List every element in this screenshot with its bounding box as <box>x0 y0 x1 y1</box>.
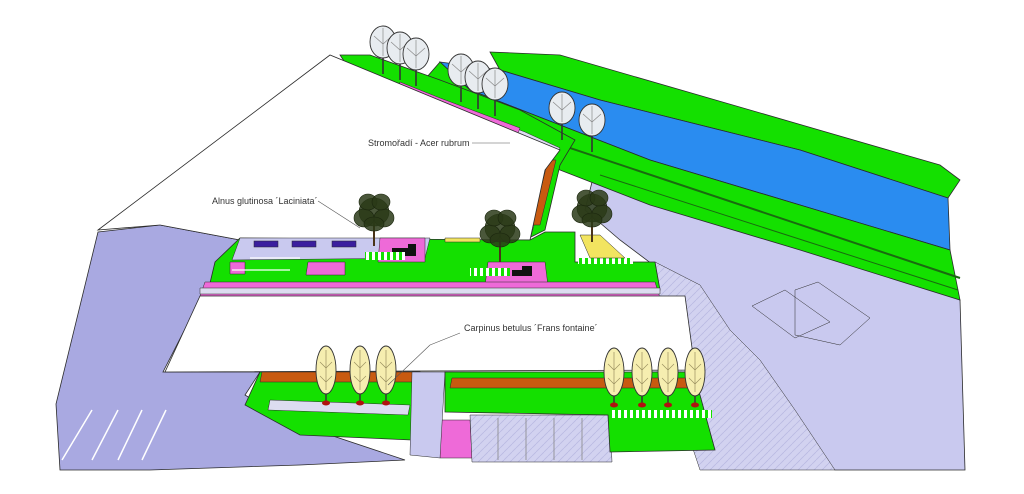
alder-trees <box>353 189 613 262</box>
bench-3 <box>331 240 357 248</box>
paving-marking-2 <box>794 281 871 346</box>
alder-tree <box>571 189 613 242</box>
lower-mulch-right <box>449 377 693 389</box>
hornbeam-trees <box>315 345 706 408</box>
embankment-edge-2 <box>599 174 959 291</box>
building-main <box>96 54 561 241</box>
sand-area-2 <box>444 237 481 243</box>
bench-1 <box>253 240 279 248</box>
lower-flowerbed-left <box>439 419 473 459</box>
parking-dividers <box>497 418 583 460</box>
bench-2 <box>291 240 317 248</box>
crossing-2 <box>470 268 510 276</box>
hornbeam-tree <box>603 347 625 408</box>
crossing-4 <box>612 410 712 418</box>
crossing-3 <box>578 258 633 264</box>
leader-carpinus <box>429 332 461 346</box>
hornbeam-tree <box>684 347 706 408</box>
flowerbed-4 <box>229 261 246 275</box>
label-alnus: Alnus glutinosa ´Laciniata´ <box>212 196 318 206</box>
hornbeam-tree <box>631 347 653 408</box>
leader-carpinus-2 <box>387 344 431 386</box>
hornbeam-tree <box>657 347 679 408</box>
hornbeam-tree <box>349 345 371 406</box>
plant-labels: Stromořadí - Acer rubrum Alnus glutinosa… <box>212 138 598 386</box>
maple-tree <box>481 67 509 116</box>
flowerbed-2 <box>305 261 346 276</box>
maple-trees <box>369 25 606 152</box>
alder-tree <box>479 209 521 262</box>
central-garden <box>199 231 661 299</box>
label-acer: Stromořadí - Acer rubrum <box>368 138 470 148</box>
label-carpinus: Carpinus betulus ´Frans fontaine´ <box>464 323 598 333</box>
crossing-1 <box>365 252 405 260</box>
hornbeam-tree <box>315 345 337 406</box>
paving-marking-1 <box>751 289 831 339</box>
garden-edge-path <box>199 287 661 295</box>
maple-tree <box>548 91 576 140</box>
alder-tree <box>353 193 395 246</box>
maple-tree <box>578 103 606 152</box>
parking-spaces <box>469 414 613 463</box>
lower-garden <box>61 371 716 463</box>
parking-lines-left <box>61 409 167 461</box>
maze-pattern-2 <box>512 266 532 276</box>
maple-tree <box>402 37 430 86</box>
leader-alnus <box>317 200 361 229</box>
central-walkway <box>409 371 446 459</box>
